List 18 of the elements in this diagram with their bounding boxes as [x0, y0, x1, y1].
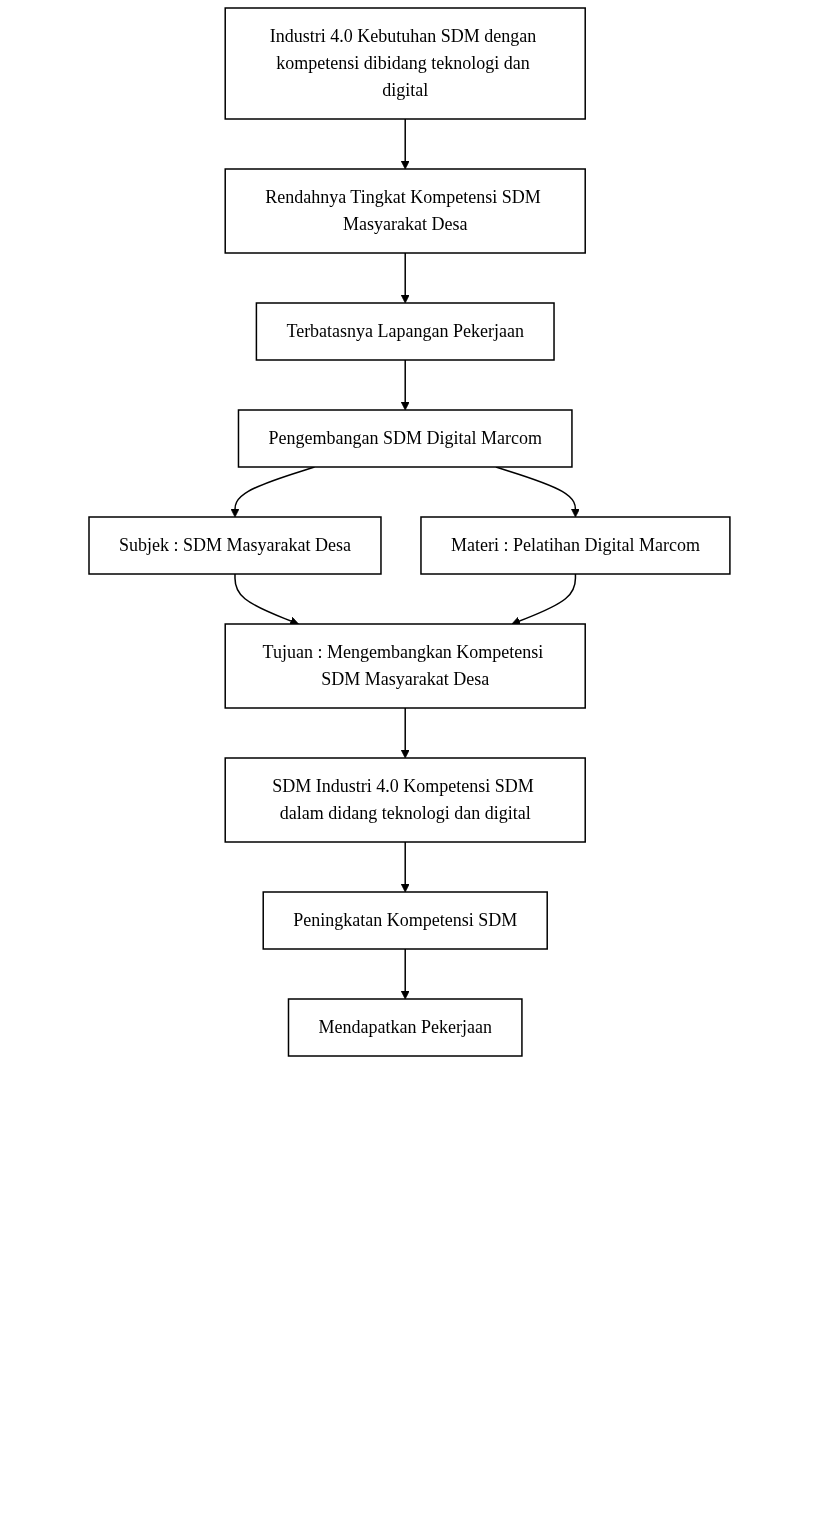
node-box: Pengembangan SDM Digital Marcom [237, 409, 573, 468]
node-box: Rendahnya Tingkat Kompetensi SDM Masyarakat Desa [224, 168, 586, 254]
node-box: Peningkatan Kompetensi SDM [262, 891, 548, 950]
arrow [400, 841, 410, 893]
arrow [400, 948, 410, 1000]
node-box: SDM Industri 4.0 Kompetensi SDM dalam didang teknologi dan digital [224, 757, 586, 843]
node-box: Terbatasnya Lapangan Pekerjaan [255, 302, 555, 361]
node-box: Tujuan : Mengembangkan Kompetensi SDM Masyarakat Desa [224, 623, 586, 709]
arrow [400, 707, 410, 759]
arrow [511, 573, 577, 626]
arrow [400, 118, 410, 170]
node-box: Subjek : SDM Masyarakat Desa [88, 516, 382, 575]
arrow [234, 573, 299, 626]
arrow [400, 252, 410, 304]
node-box: Mendapatkan Pekerjaan [287, 998, 523, 1057]
node-box: Industri 4.0 Kebutuhan SDM dengan kompetensi dibidang teknologi dan digital [224, 7, 586, 120]
node-box: Materi : Pelatihan Digital Marcom [420, 516, 731, 575]
arrow [400, 359, 410, 411]
